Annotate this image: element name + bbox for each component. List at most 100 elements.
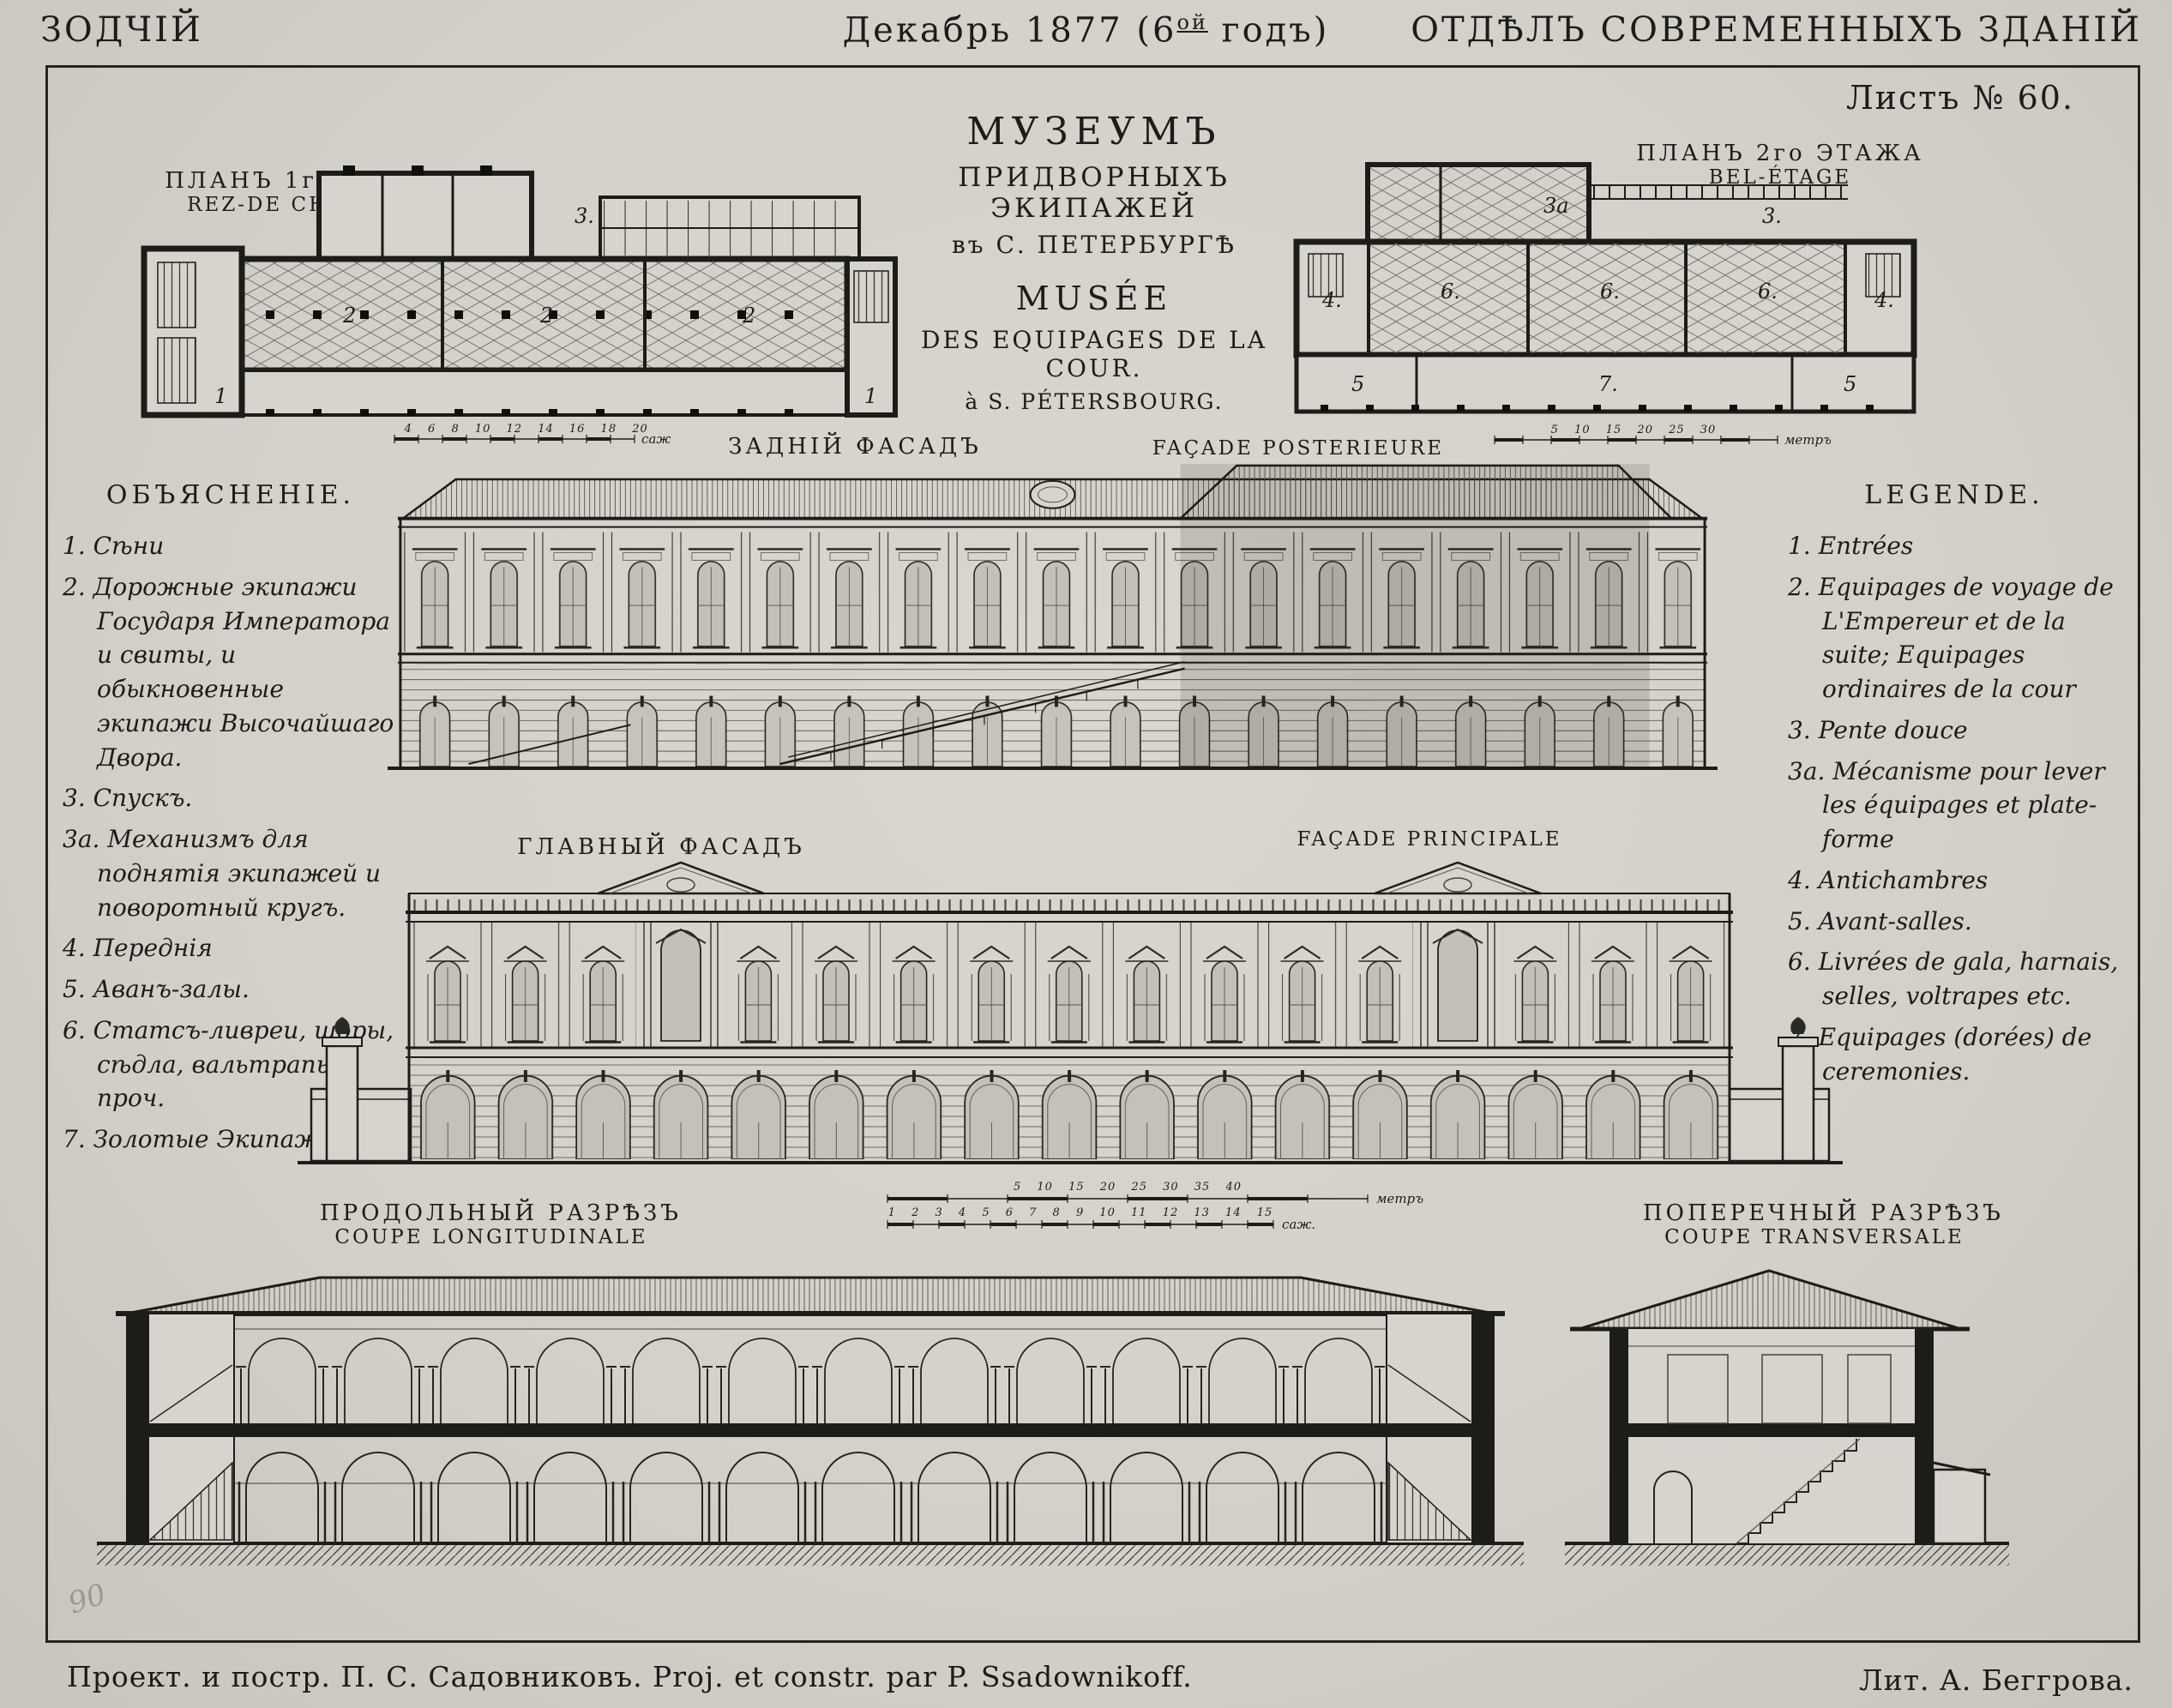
room-label: 7. xyxy=(1598,372,1618,396)
scale-unit: саж. xyxy=(641,431,671,447)
section-trans-label: ПОПЕРЕЧНЫЙ РАЗРѢЗЪ COUPE TRANSVERSALE xyxy=(1643,1200,2001,1248)
main-facade-corners xyxy=(407,893,1731,1161)
title-block: МУЗЕУМЪ ПРИДВОРНЫХЪ ЭКИПАЖЕЙ въ С. ПЕТЕР… xyxy=(880,110,1309,414)
section-long-label: ПРОДОЛЬНЫЙ РАЗРѢЗЪ COUPE LONGITUDINALE xyxy=(320,1200,682,1248)
issue-date-superscript: ой xyxy=(1176,10,1208,34)
scale-ticks: 1 2 3 4 5 6 7 8 9 10 11 12 13 14 15 xyxy=(888,1206,1273,1219)
main-facade-attic xyxy=(408,893,1730,913)
room-label: 2 xyxy=(342,304,356,328)
rear-facade-string-course xyxy=(397,653,1708,664)
issue-date-post: годъ) xyxy=(1207,10,1330,51)
legend-ru: ОБЪЯСНЕНІЕ. 1. Сѣни 2. Дорожные экипажи … xyxy=(63,480,399,1164)
section-long-label-ru: ПРОДОЛЬНЫЙ РАЗРѢЗЪ xyxy=(320,1200,682,1226)
legend-ru-item: 3а. Механизмъ для поднятія экипажей и по… xyxy=(63,825,382,922)
legend-fr-item: 5. Avant-salles. xyxy=(1788,906,1972,935)
scale-ticks: 5 10 15 20 25 30 35 40 xyxy=(1014,1182,1242,1194)
rear-facade-ramp xyxy=(468,660,1185,766)
facade-rear-drawing xyxy=(388,464,1718,770)
room-label: 1 xyxy=(214,384,227,408)
plan-ground-main-hall xyxy=(238,256,851,374)
main-facade-ground-floor xyxy=(409,1058,1730,1159)
legend-ru-title: ОБЪЯСНЕНІЕ. xyxy=(105,480,356,510)
rear-facade-ground-floor xyxy=(400,664,1706,767)
room-label: 5 xyxy=(1351,372,1364,396)
legend-ru-item: 4. Переднія xyxy=(63,934,213,963)
plan-bel-scale-bar: 5 10 15 20 25 30 метръ xyxy=(1494,424,1831,448)
section-long-label-fr: COUPE LONGITUDINALE xyxy=(334,1226,648,1248)
section-long-drawing xyxy=(97,1276,1524,1566)
facade-main-label-fr: FAÇADE PRINCIPALE xyxy=(1297,828,1562,851)
main-facade-upper-floor xyxy=(409,923,1730,1048)
main-facade-string-course xyxy=(406,1046,1733,1058)
section-trans-walls xyxy=(1609,1329,1934,1543)
legend-fr-item: 3a. Mécanisme pour lever les équipages e… xyxy=(1788,756,2105,854)
room-label: 2 xyxy=(539,304,553,328)
main-facade-left-gate xyxy=(310,1017,412,1163)
legend-fr-item: 3. Pente douce xyxy=(1788,715,1968,744)
center-scale-bars: 5 10 15 20 25 30 35 40 метръ 1 2 3 4 5 6… xyxy=(887,1182,1423,1232)
gate-ornament xyxy=(334,1017,350,1034)
main-facade-left-pediment xyxy=(597,861,765,895)
scale-unit: саж. xyxy=(1282,1217,1315,1232)
plate-frame xyxy=(45,65,2140,1643)
main-facade-right-pediment xyxy=(1374,861,1542,895)
legend-ru-item: 5. Аванъ-залы. xyxy=(63,975,250,1003)
section-trans-floor-band xyxy=(1628,1423,1915,1437)
legend-fr-item: 2. Equipages de voyage de L'Empereur et … xyxy=(1788,572,2114,703)
legend-fr-title: LEGENDE. xyxy=(1864,480,2044,510)
gate-ornament xyxy=(1790,1017,1806,1034)
room-label: 3. xyxy=(575,204,594,228)
facade-rear-label-fr: FAÇADE POSTERIEURE xyxy=(1152,437,1445,460)
room-label: 6. xyxy=(1600,280,1620,304)
facade-main-label-ru: ГЛАВНЫЙ ФАСАДЪ xyxy=(517,834,805,860)
legend-ru-item: 1. Сѣни xyxy=(63,532,165,560)
room-label: 5 xyxy=(1844,372,1856,396)
scale-unit: метръ xyxy=(1376,1191,1423,1206)
plan-ground-right-pavilion xyxy=(845,256,898,418)
section-long-roof xyxy=(116,1276,1505,1316)
legend-ru-item: 7. Золотые Экипажи. xyxy=(63,1125,346,1153)
scale-ticks: 2 4 6 8 10 12 14 16 18 20 xyxy=(388,424,648,436)
issue-date-pre: Декабрь 1877 (6 xyxy=(842,10,1177,51)
legend-ru-item: 2. Дорожные экипажи Государя Императора … xyxy=(63,572,394,772)
room-label: 4. xyxy=(1321,288,1342,312)
legend-fr: LEGENDE. 1. Entrées 2. Equipages de voya… xyxy=(1788,480,2121,1095)
section-trans-door-arch xyxy=(1653,1470,1693,1543)
facade-main-drawing xyxy=(298,861,1843,1164)
legend-fr-item: 7. Equipages (dorées) de ceremonies. xyxy=(1788,1022,2092,1086)
room-label: 2 xyxy=(742,304,755,328)
section-long-floor-band xyxy=(148,1423,1472,1437)
section-trans-stairs xyxy=(1736,1438,1861,1544)
plan-ground-upper-wing xyxy=(316,165,534,262)
plan-ground-gallery xyxy=(240,369,849,417)
rear-facade-upper-floor xyxy=(400,526,1706,653)
room-label: 4. xyxy=(1874,288,1894,312)
title-fr-1: MUSÉE xyxy=(1015,280,1173,317)
sheet-number: Листъ № 60. xyxy=(1845,79,2075,117)
plan-bel-label: ПЛАНЪ 2го ЭТАЖА BEL-ÉTAGE xyxy=(1634,141,1926,189)
room-label: 3а xyxy=(1543,194,1569,218)
section-trans-roof xyxy=(1570,1269,1970,1332)
room-label: 3. xyxy=(1762,204,1782,228)
room-label: 1 xyxy=(864,384,877,408)
rear-facade-shadow-wash xyxy=(1180,464,1650,768)
plan-bel-main-block xyxy=(1293,238,1917,358)
section-long-upper-arcade xyxy=(234,1319,1387,1423)
title-ru-1: МУЗЕУМЪ xyxy=(966,110,1222,153)
plan-bel-lower-row xyxy=(1294,352,1916,414)
credit-architect: Проект. и постр. П. С. Садовниковъ. Proj… xyxy=(67,1660,1193,1693)
room-label: 6. xyxy=(1758,280,1778,304)
section-trans-drawing xyxy=(1565,1269,2009,1566)
rear-facade-roof xyxy=(400,464,1706,520)
credit-lithographer: Лит. А. Беггрова. xyxy=(1859,1663,2133,1697)
main-facade-cornice xyxy=(406,911,1733,923)
plan-bel-drawing: 3а 3. 4. 6. 6. 6. 4. 5 7. 5 xyxy=(1293,162,1917,414)
room-label: 6. xyxy=(1441,280,1460,304)
legend-fr-item: 4. Antichambres xyxy=(1788,865,1988,894)
section-trans-upper-details xyxy=(1628,1345,1915,1424)
main-facade-right-gate xyxy=(1728,1017,1831,1163)
scale-ticks: 5 10 15 20 25 30 xyxy=(1551,424,1717,436)
plan-bel-label-ru: ПЛАНЪ 2го ЭТАЖА xyxy=(1636,141,1924,166)
section-trans-label-fr: COUPE TRANSVERSALE xyxy=(1664,1226,1964,1248)
section-title: ОТДѢЛЪ СОВРЕМЕННЫХЪ ЗДАНІЙ xyxy=(1411,10,2142,50)
